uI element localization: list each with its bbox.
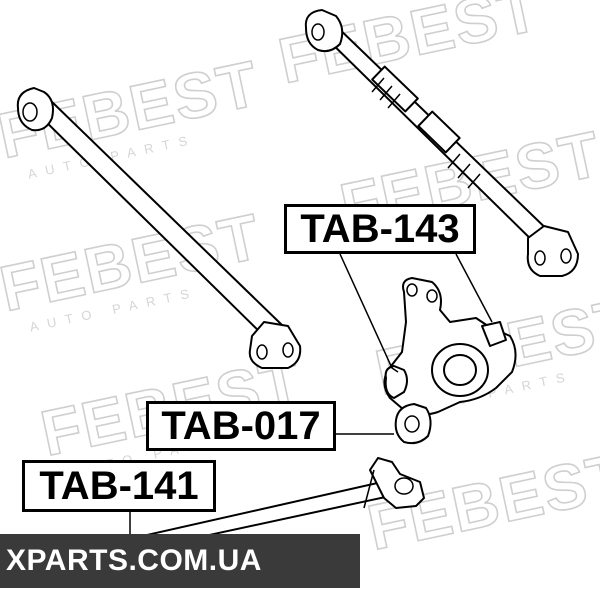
part-label-tab-143[interactable]: TAB-143 [284,204,476,254]
leader-lines [129,253,493,548]
left-control-arm [16,87,302,369]
part-label-tab-141[interactable]: TAB-141 [22,460,216,512]
steering-knuckle [383,277,517,445]
site-banner: XPARTS.COM.UA [0,534,360,588]
upper-right-control-arm [304,9,579,277]
site-url: XPARTS.COM.UA [6,544,262,577]
part-label-tab-017[interactable]: TAB-017 [146,401,336,451]
